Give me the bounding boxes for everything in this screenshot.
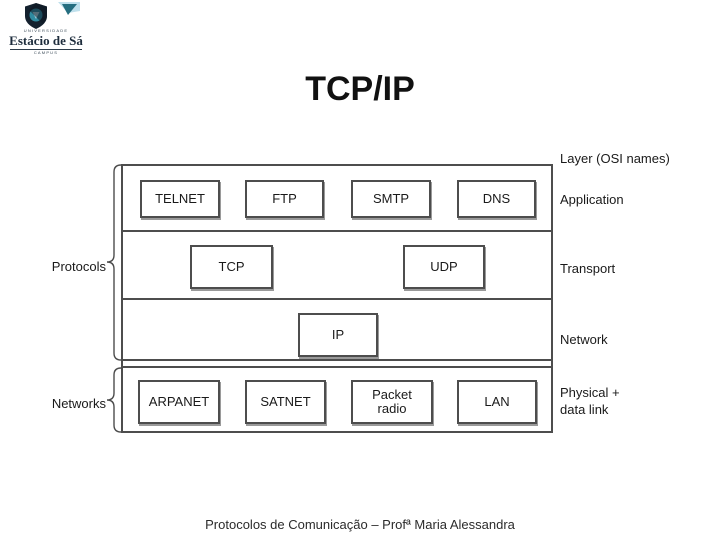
corner-fold-icon [58, 2, 80, 15]
slide-footer: Protocolos de Comunicação – Profª Maria … [205, 517, 515, 532]
protocol-box-tcp: TCP [190, 245, 273, 289]
layer-osi-names-label: Layer (OSI names) [560, 151, 670, 166]
protocol-box-udp: UDP [403, 245, 485, 289]
protocol-box-ftp: FTP [245, 180, 324, 218]
network-box-lan: LAN [457, 380, 537, 424]
university-logo: UNIVERSIDADE Estácio de Sá CAMPUS [6, 2, 86, 55]
physical-layer-label: Physical + data link [560, 385, 620, 417]
physical-layer-row [123, 366, 551, 431]
protocols-label: Protocols [51, 259, 106, 274]
networks-label: Networks [51, 396, 106, 411]
protocol-box-telnet: TELNET [140, 180, 220, 218]
protocol-box-smtp: SMTP [351, 180, 431, 218]
logo-campus-small-text: CAMPUS [33, 51, 59, 55]
network-box-packet-radio: Packet radio [351, 380, 433, 424]
protocol-box-dns: DNS [457, 180, 536, 218]
slide-title: TCP/IP [305, 69, 415, 108]
network-layer-label: Network [560, 332, 608, 347]
application-layer-label: Application [560, 192, 624, 207]
braces [106, 164, 122, 433]
network-box-arpanet: ARPANET [138, 380, 220, 424]
application-layer-row [123, 166, 551, 232]
networks-brace-icon [106, 367, 122, 433]
transport-layer-row [123, 232, 551, 300]
network-box-satnet: SATNET [245, 380, 326, 424]
protocol-box-ip: IP [298, 313, 378, 357]
network-layer-row [123, 300, 551, 361]
tcpip-diagram: TELNET FTP SMTP DNS TCP UDP IP ARPANET S… [121, 164, 553, 433]
logo-emblems [6, 2, 86, 29]
logo-university-name: Estácio de Sá [9, 33, 83, 48]
shield-icon [25, 3, 47, 29]
logo-divider [10, 49, 82, 50]
protocols-brace-icon [106, 164, 122, 361]
transport-layer-label: Transport [560, 261, 616, 276]
logo-university-small-text: UNIVERSIDADE [23, 29, 69, 33]
